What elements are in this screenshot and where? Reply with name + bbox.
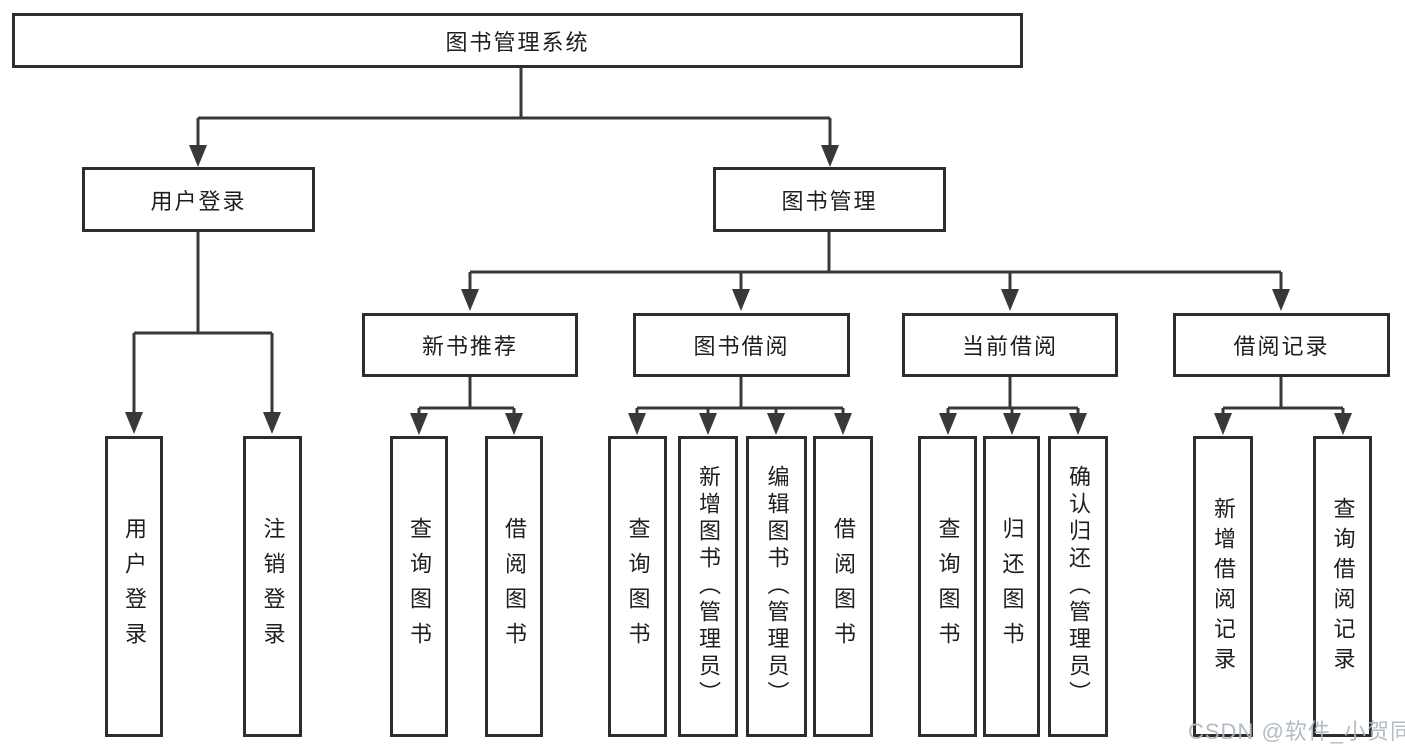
node-current-borrowing-label: 当前借阅 <box>961 334 1058 359</box>
node-book-management-label: 图书管理 <box>781 188 878 214</box>
leaf-borrow-books-recommend: 借阅图书 <box>485 436 543 737</box>
leaf-confirm-return-admin-label: 确认归还（管理员） <box>1066 465 1091 708</box>
leaf-query-books-borrowing: 查询图书 <box>608 436 667 737</box>
leaf-logout-label: 注销登录 <box>260 516 286 657</box>
node-borrowing-records: 借阅记录 <box>1173 313 1390 377</box>
node-library-management-system: 图书管理系统 <box>12 13 1023 68</box>
node-library-management-system-label: 图书管理系统 <box>445 29 590 55</box>
leaf-add-books-admin-label: 新增图书（管理员） <box>696 465 721 708</box>
node-user-login-label: 用户登录 <box>150 188 247 214</box>
node-borrowing-records-label: 借阅记录 <box>1233 334 1330 359</box>
leaf-edit-books-admin: 编辑图书（管理员） <box>746 436 807 737</box>
node-new-book-recommendation: 新书推荐 <box>362 313 578 377</box>
leaf-query-books-recommend: 查询图书 <box>390 436 448 737</box>
leaf-add-books-admin: 新增图书（管理员） <box>678 436 738 737</box>
node-book-management: 图书管理 <box>713 167 946 232</box>
arrowheads <box>125 145 1352 435</box>
leaf-edit-books-admin-label: 编辑图书（管理员） <box>764 465 790 708</box>
csdn-watermark: CSDN @软件_小贺同学 <box>1188 719 1405 744</box>
leaf-return-books: 归还图书 <box>983 436 1040 737</box>
leaf-query-borrow-record-label: 查询借阅记录 <box>1330 496 1356 677</box>
leaf-borrow-books-recommend-label: 借阅图书 <box>502 516 527 657</box>
leaf-query-borrow-record: 查询借阅记录 <box>1313 436 1372 737</box>
node-user-login: 用户登录 <box>82 167 315 232</box>
leaf-borrow-books-label: 借阅图书 <box>831 516 856 657</box>
leaf-query-books-current-label: 查询图书 <box>935 516 961 657</box>
leaf-confirm-return-admin: 确认归还（管理员） <box>1048 436 1108 737</box>
leaf-user-login-label: 用户登录 <box>122 516 147 657</box>
node-book-borrowing: 图书借阅 <box>633 313 850 377</box>
leaf-add-borrow-record-label: 新增借阅记录 <box>1211 496 1236 677</box>
leaf-borrow-books: 借阅图书 <box>813 436 873 737</box>
leaf-user-login: 用户登录 <box>105 436 163 737</box>
leaf-add-borrow-record: 新增借阅记录 <box>1193 436 1253 737</box>
leaf-query-books-borrowing-label: 查询图书 <box>625 516 651 657</box>
leaf-logout: 注销登录 <box>243 436 302 737</box>
node-new-book-recommendation-label: 新书推荐 <box>421 334 518 359</box>
leaf-return-books-label: 归还图书 <box>999 516 1025 657</box>
leaf-query-books-current: 查询图书 <box>918 436 977 737</box>
node-current-borrowing: 当前借阅 <box>902 313 1118 377</box>
leaf-query-books-recommend-label: 查询图书 <box>407 516 432 657</box>
node-book-borrowing-label: 图书借阅 <box>693 334 790 359</box>
